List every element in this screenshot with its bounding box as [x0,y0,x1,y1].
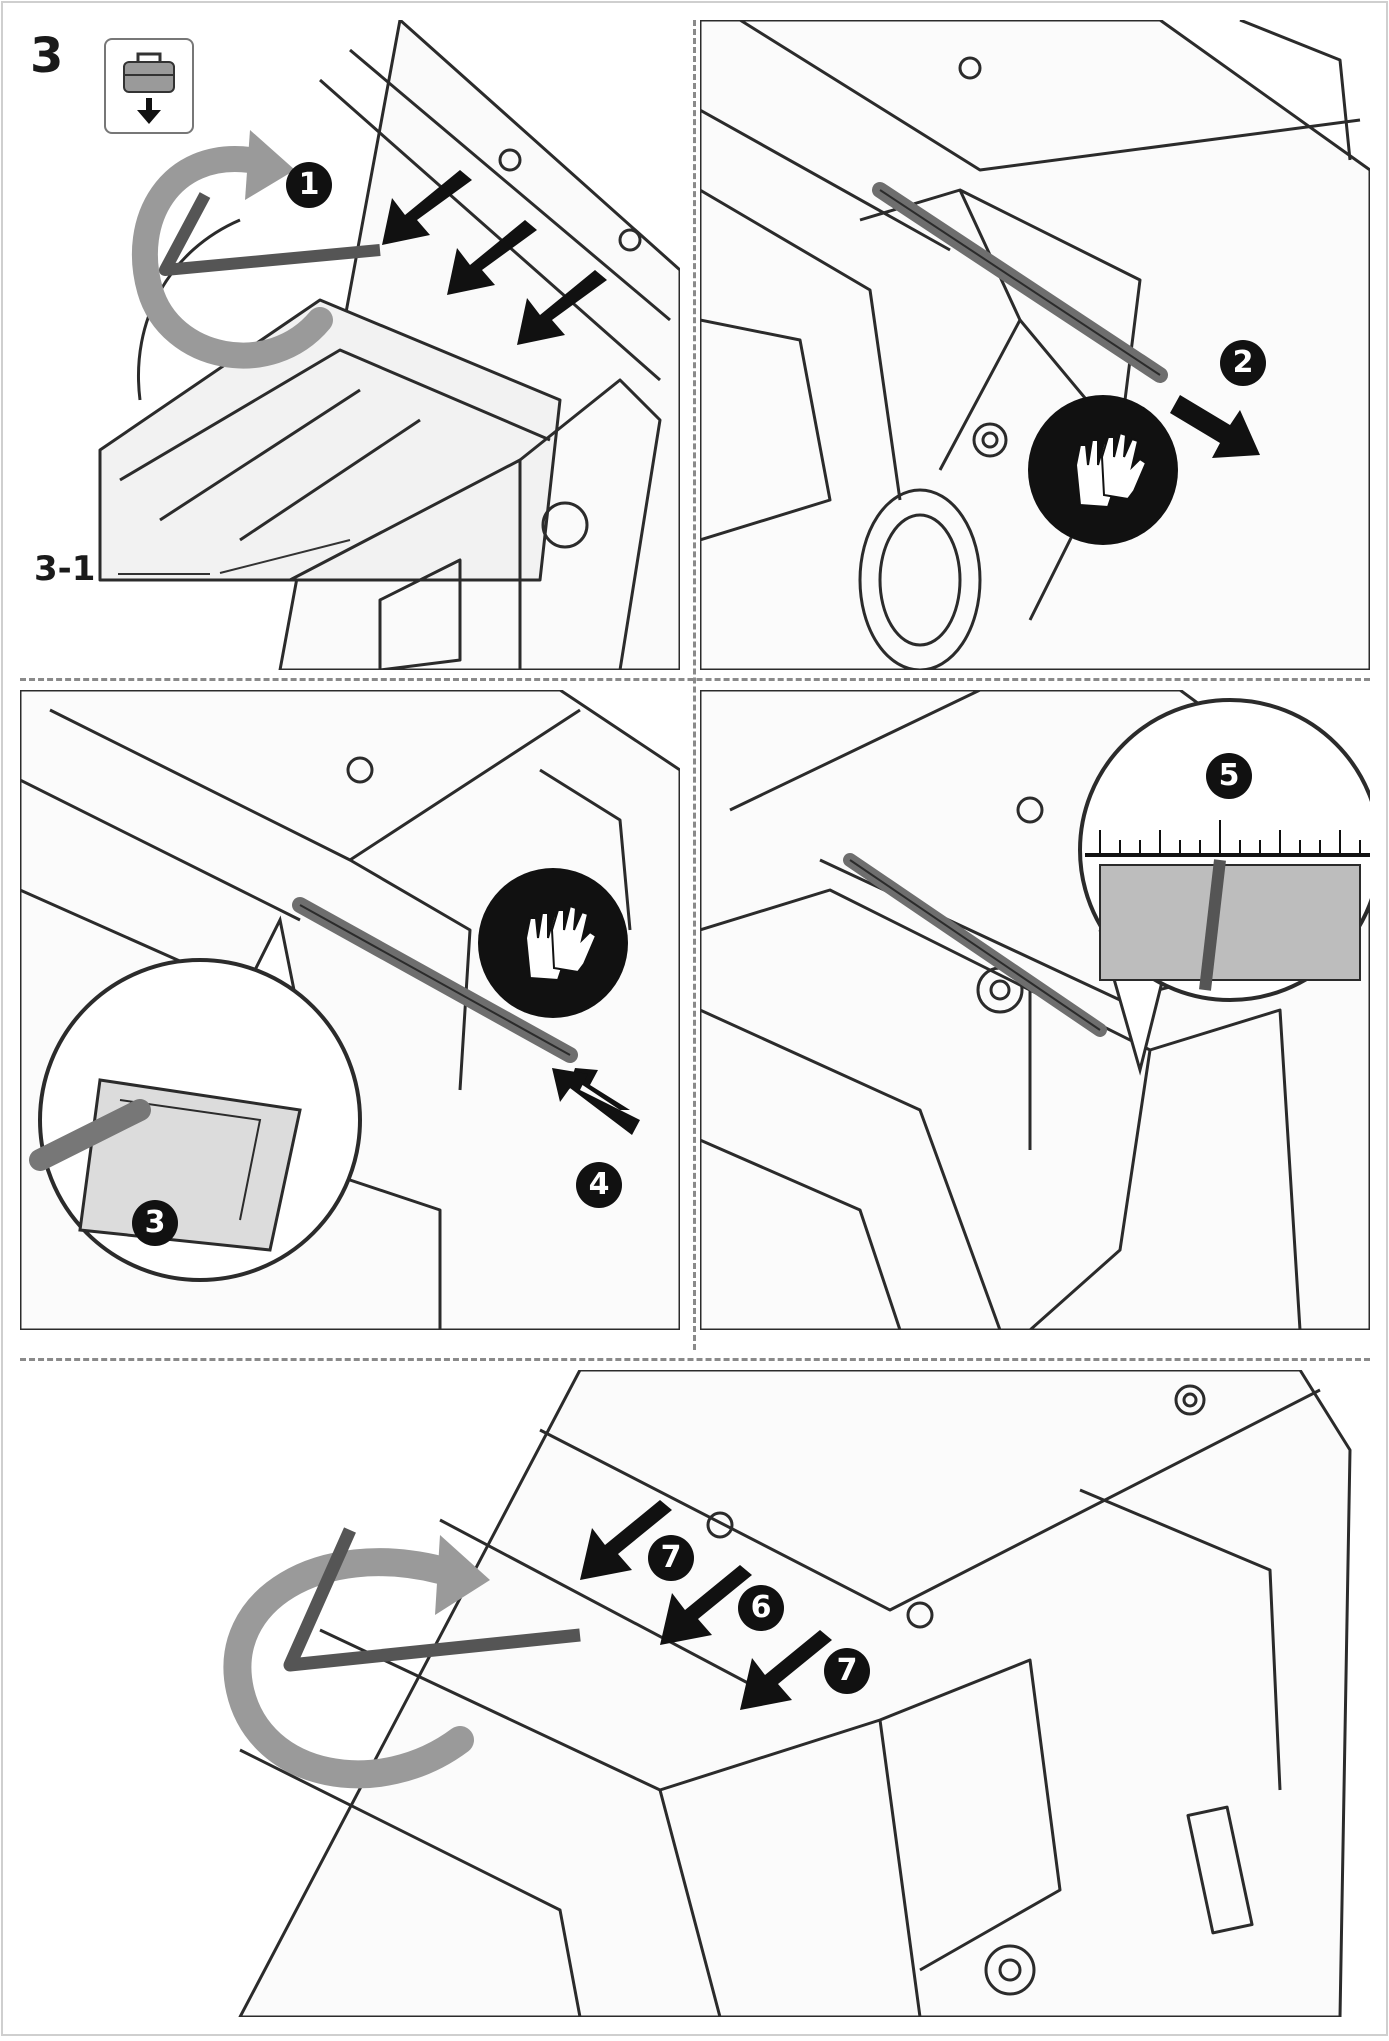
step-badge-7a: 7 [648,1535,694,1581]
panel-step-1 [20,20,680,670]
step-badge-6: 6 [738,1585,784,1631]
push-arrows [382,170,607,345]
panel-step-5 [700,690,1370,1330]
push-arrow [552,1068,640,1135]
step-badge-7b: 7 [824,1648,870,1694]
panel-step-3-4 [20,690,680,1330]
planer-blade [843,853,1107,1037]
hex-key-icon [283,1527,581,1672]
step-badge-1: 1 [286,162,332,208]
rotate-arrow-icon [131,130,333,369]
hex-key-icon [159,192,381,276]
detail-magnifier [29,915,362,1282]
planer-blade [292,897,578,1063]
panel-step-6-7 [20,1370,1370,2017]
divider-horizontal-bottom [20,1358,1370,1361]
planer-blade [872,182,1168,383]
divider-vertical-top [693,20,696,1350]
toolbox-down-arrow-icon [104,38,194,134]
ruler-scale [1099,820,1361,855]
planer-illustration [700,690,1370,1330]
figure-number: 3 [30,28,64,84]
pull-arrow [1170,395,1260,458]
step-badge-4: 4 [576,1162,622,1208]
step-badge-2: 2 [1220,340,1266,386]
push-arrows [580,1500,832,1710]
planer-illustration [20,690,680,1330]
planer-illustration [98,20,680,670]
detail-magnifier [1078,698,1370,1076]
protective-gloves-icon [478,868,628,1018]
protective-gloves-icon [1028,395,1178,545]
reference-label: 3-1 [34,549,96,589]
step-badge-5: 5 [1206,753,1252,799]
planer-illustration [700,20,1370,670]
step-badge-3: 3 [132,1200,178,1246]
planer-illustration [223,1370,1352,2017]
reference-leader-line [118,573,210,575]
divider-horizontal-middle [20,678,1370,681]
panel-step-2 [700,20,1370,670]
